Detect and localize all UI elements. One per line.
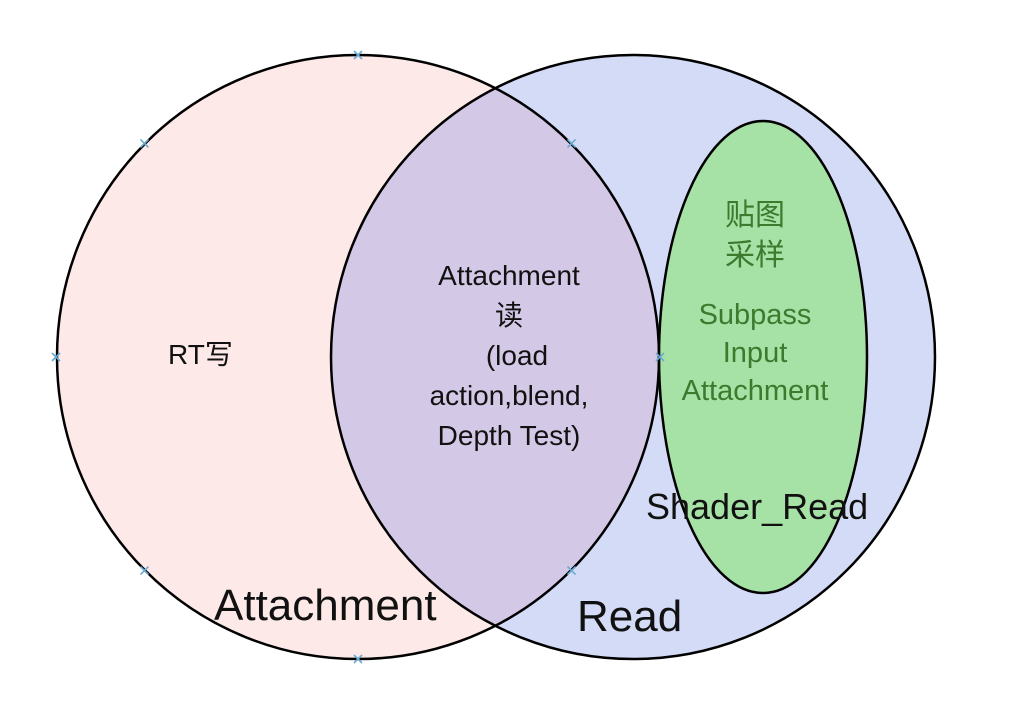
resize-handle-icon[interactable] <box>655 352 665 362</box>
overlap-region <box>331 55 659 659</box>
overlap-label: Attachment 读 (load action,blend, Depth T… <box>404 256 614 456</box>
shader-read-line-1: 贴图 <box>725 199 785 232</box>
attachment-set-title: Attachment <box>214 581 437 630</box>
overlap-line-2: 读 <box>494 300 523 331</box>
overlap-line-4: action,blend, <box>429 380 589 411</box>
read-set-title: Read <box>577 592 683 641</box>
shader-read-line-2: 采样 <box>725 239 785 272</box>
overlap-line-3: (load <box>485 340 549 371</box>
resize-handle-icon[interactable] <box>139 565 150 576</box>
read-circle-outline <box>329 53 937 661</box>
shader-read-en-label: Subpass Input Attachment <box>660 296 850 410</box>
overlap-line-1: Attachment <box>438 260 580 291</box>
attachment-only-label: RT写 <box>168 339 233 370</box>
overlap-line-5: Depth Test) <box>437 420 581 451</box>
resize-handle-icon[interactable] <box>566 138 577 149</box>
resize-handle-icon[interactable] <box>353 654 363 664</box>
shader-read-line-4: Input <box>722 337 788 369</box>
resize-handle-icon[interactable] <box>353 50 363 60</box>
shader-read-title: Shader_Read <box>646 486 869 527</box>
resize-handle-icon[interactable] <box>139 138 150 149</box>
resize-handle-icon[interactable] <box>566 565 577 576</box>
resize-handle-icon[interactable] <box>51 352 61 362</box>
shader-read-cjk-label: 贴图 采样 <box>705 196 805 276</box>
shader-read-line-5: Attachment <box>681 375 829 407</box>
shader-read-line-3: Subpass <box>698 299 812 331</box>
